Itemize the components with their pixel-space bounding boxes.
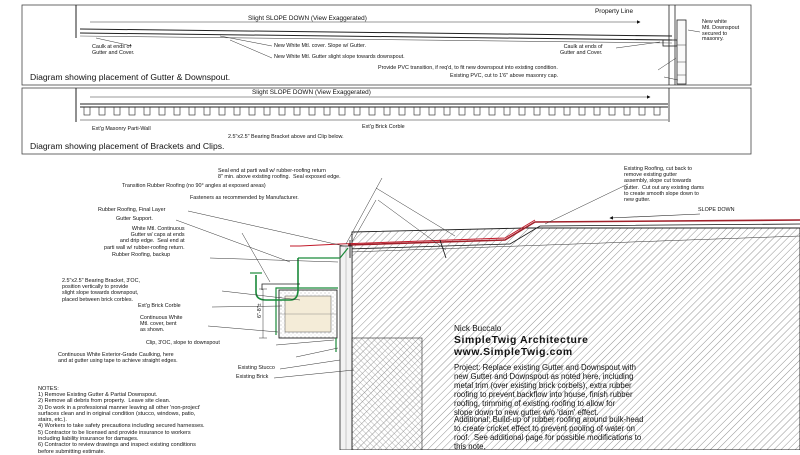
section-drawing xyxy=(175,177,800,450)
bracket-mark xyxy=(353,106,361,116)
section-label-cover: Continuous White Mtl. cover, bent as sho… xyxy=(140,315,183,334)
bracket-mark xyxy=(83,106,91,116)
additional-note: Additional: Build-up of rubber roofing a… xyxy=(454,415,644,451)
section-label-fasteners: Fasteners as recommended by Manufacturer… xyxy=(190,195,299,201)
bracket-mark xyxy=(608,106,616,116)
note-item: 3) Do work in a professional manner leav… xyxy=(38,404,201,424)
bracket-mark xyxy=(338,106,346,116)
bracket-mark xyxy=(578,106,586,116)
bracket-mark xyxy=(188,106,196,116)
project-description: Project: Replace existing Gutter and Dow… xyxy=(454,363,637,417)
section-label-gutter: White Mtl. Continuous Gutter w/ caps at … xyxy=(104,226,185,251)
property-line-label: Property Line xyxy=(595,8,634,15)
caulk-right-label: Caulk at ends of Gutter and Cover. xyxy=(560,44,603,56)
section-label-seal-end: Seal end at parti wall w/ rubber-roofing… xyxy=(218,168,341,181)
section-label-transition: Transition Rubber Roofing (no 90° angles… xyxy=(122,183,266,189)
bracket-mark xyxy=(158,106,166,116)
note-item: 5) Contractor to be licensed and provide… xyxy=(38,429,191,443)
gutter-note: New White Mtl. Gutter slight slope towar… xyxy=(274,54,405,60)
d1-slope-label: Slight SLOPE DOWN (View Exaggerated) xyxy=(248,15,367,22)
parti-wall-label: Ext'g Masonry Parti-Wall xyxy=(92,126,151,132)
note-item: 1) Remove Existing Gutter & Partial Down… xyxy=(38,392,158,398)
section-label-stucco: Existing Stucco xyxy=(238,365,275,371)
section-label-rubber-backup: Rubber Roofing, backup xyxy=(112,252,171,258)
diagram1-caption: Diagram showing placement of Gutter & Do… xyxy=(30,72,231,82)
bracket-mark xyxy=(233,106,241,116)
note-item: 6) Contractor to review drawings and ins… xyxy=(38,442,196,455)
existing-pvc-note: Existing PVC, cut to 1'6" above masonry … xyxy=(450,73,559,79)
bracket-mark xyxy=(323,106,331,116)
bracket-mark xyxy=(458,106,466,116)
bracket-mark xyxy=(398,106,406,116)
notes-list: 1) Remove Existing Gutter & Partial Down… xyxy=(38,392,205,455)
bracket-label: 2.5"x2.5" Bearing Bracket above and Clip… xyxy=(228,134,344,140)
bracket-mark xyxy=(203,106,211,116)
bracket-mark xyxy=(248,106,256,116)
bracket-mark xyxy=(638,106,646,116)
bracket-mark xyxy=(533,106,541,116)
d2-slope-label: Slight SLOPE DOWN (View Exaggerated) xyxy=(252,89,371,96)
bracket-mark xyxy=(173,106,181,116)
diagram1-frame xyxy=(21,4,752,86)
bracket-mark xyxy=(623,106,631,116)
author-name: Nick Buccalo xyxy=(454,324,502,333)
pvc-transition-note: Provide PVC transition, if req'd, to fit… xyxy=(378,65,558,71)
bracket-mark xyxy=(488,106,496,116)
section-label-caulking: Continuous White Exterior-Grade Caulking… xyxy=(58,352,178,365)
section-label-bearing-bracket: 2.5"x2.5" Bearing Bracket, 3'OC, positio… xyxy=(62,278,140,303)
section-label-rubber-final: Rubber Roofing, Final Layer xyxy=(98,207,166,213)
section-label-clip: Clip, 3'OC, slope to downspout xyxy=(146,340,220,346)
section-label-brick: Existing Brick xyxy=(236,374,269,380)
bracket-mark xyxy=(548,106,556,116)
firm-name: SimpleTwig Architecture xyxy=(454,335,589,346)
bracket-mark xyxy=(128,106,136,116)
bracket-mark xyxy=(563,106,571,116)
bracket-mark xyxy=(113,106,121,116)
bracket-mark xyxy=(473,106,481,116)
section-label-corbel: Ext'g Brick Corble xyxy=(138,303,181,309)
bracket-mark xyxy=(308,106,316,116)
downspout-label: New white Mtl. Downspout secured to maso… xyxy=(702,19,740,43)
bracket-mark xyxy=(428,106,436,116)
bracket-mark xyxy=(143,106,151,116)
slope-down-label: SLOPE DOWN xyxy=(698,207,735,213)
diagram2-caption: Diagram showing placement of Brackets an… xyxy=(30,141,225,151)
section-label-gutter-support: Gutter Support. xyxy=(116,216,153,222)
existing-roofing-label: Existing Roofing, cut back to remove exi… xyxy=(624,166,705,204)
caulk-left-label: Caulk at ends of Gutter and Cover. xyxy=(92,44,135,56)
bracket-row xyxy=(83,106,661,116)
bracket-mark xyxy=(593,106,601,116)
bracket-mark xyxy=(293,106,301,116)
bracket-mark xyxy=(218,106,226,116)
bracket-mark xyxy=(518,106,526,116)
bracket-mark xyxy=(383,106,391,116)
cover-note: New White Mtl. cover. Slope w/ Gutter. xyxy=(274,43,366,49)
bracket-mark xyxy=(503,106,511,116)
corbel-label: Ext'g Brick Corble xyxy=(362,124,405,130)
bracket-mark xyxy=(98,106,106,116)
bracket-mark xyxy=(413,106,421,116)
bracket-mark xyxy=(653,106,661,116)
notes-heading: NOTES: xyxy=(38,386,59,392)
bracket-mark xyxy=(263,106,271,116)
bracket-mark xyxy=(443,106,451,116)
note-item: 4) Workers to take safety precautions in… xyxy=(38,423,205,430)
note-item: 2) Remove all debris from property. Leav… xyxy=(38,398,171,405)
firm-url: www.SimpleTwig.com xyxy=(454,347,573,358)
bracket-mark xyxy=(278,106,286,116)
dimension-label: 6"-8"± xyxy=(257,303,263,318)
bracket-mark xyxy=(368,106,376,116)
